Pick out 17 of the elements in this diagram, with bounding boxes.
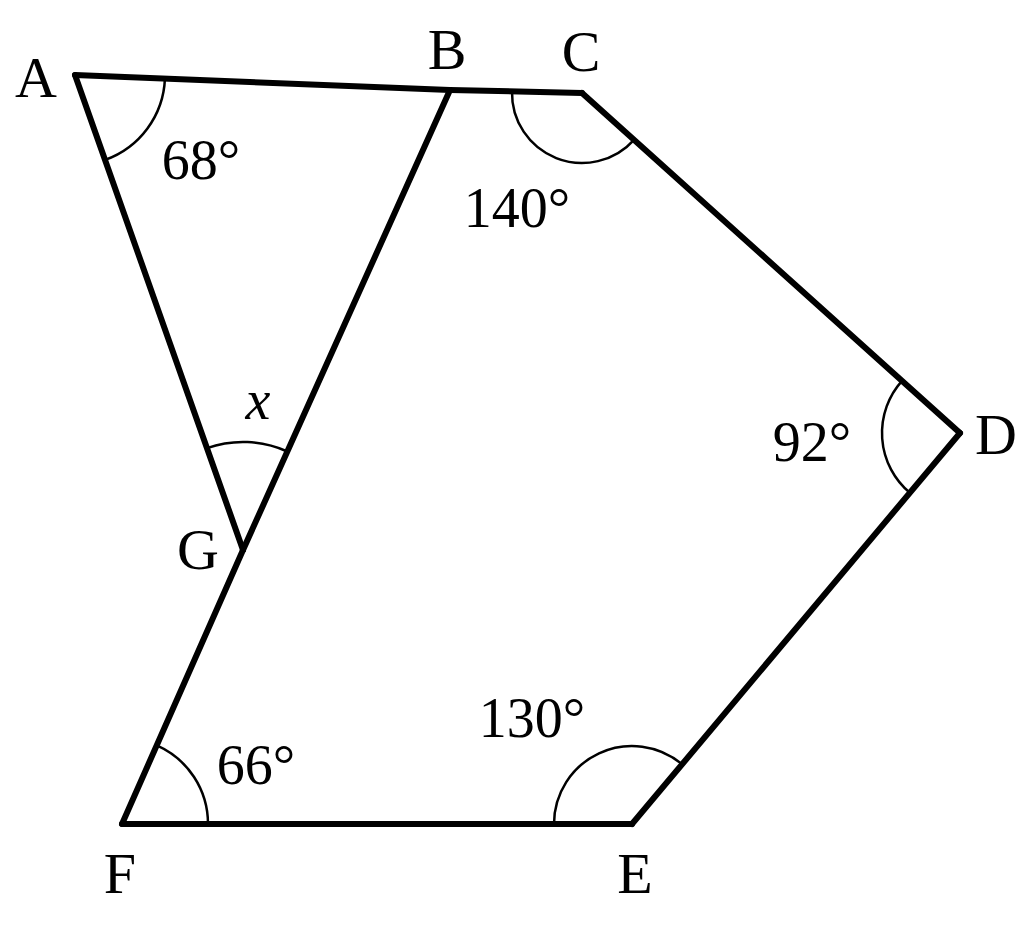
point-label: E [617,845,653,903]
line-segment [119,547,246,827]
point-label: F [103,845,137,903]
angle-label: 92° [772,414,852,470]
point-label: C [561,23,601,81]
angle-label: 68° [161,132,241,188]
line-segment [579,90,963,436]
line-segment [629,430,963,827]
angle-label: 130° [478,690,586,746]
point-label: B [427,21,467,79]
angle-label: 66° [216,737,296,793]
line-segment [72,72,246,553]
angle-label: x [245,372,271,428]
angle-label: 140° [463,180,571,236]
point-label: G [177,521,219,579]
point-label: A [15,49,57,107]
point-label: D [975,406,1017,464]
